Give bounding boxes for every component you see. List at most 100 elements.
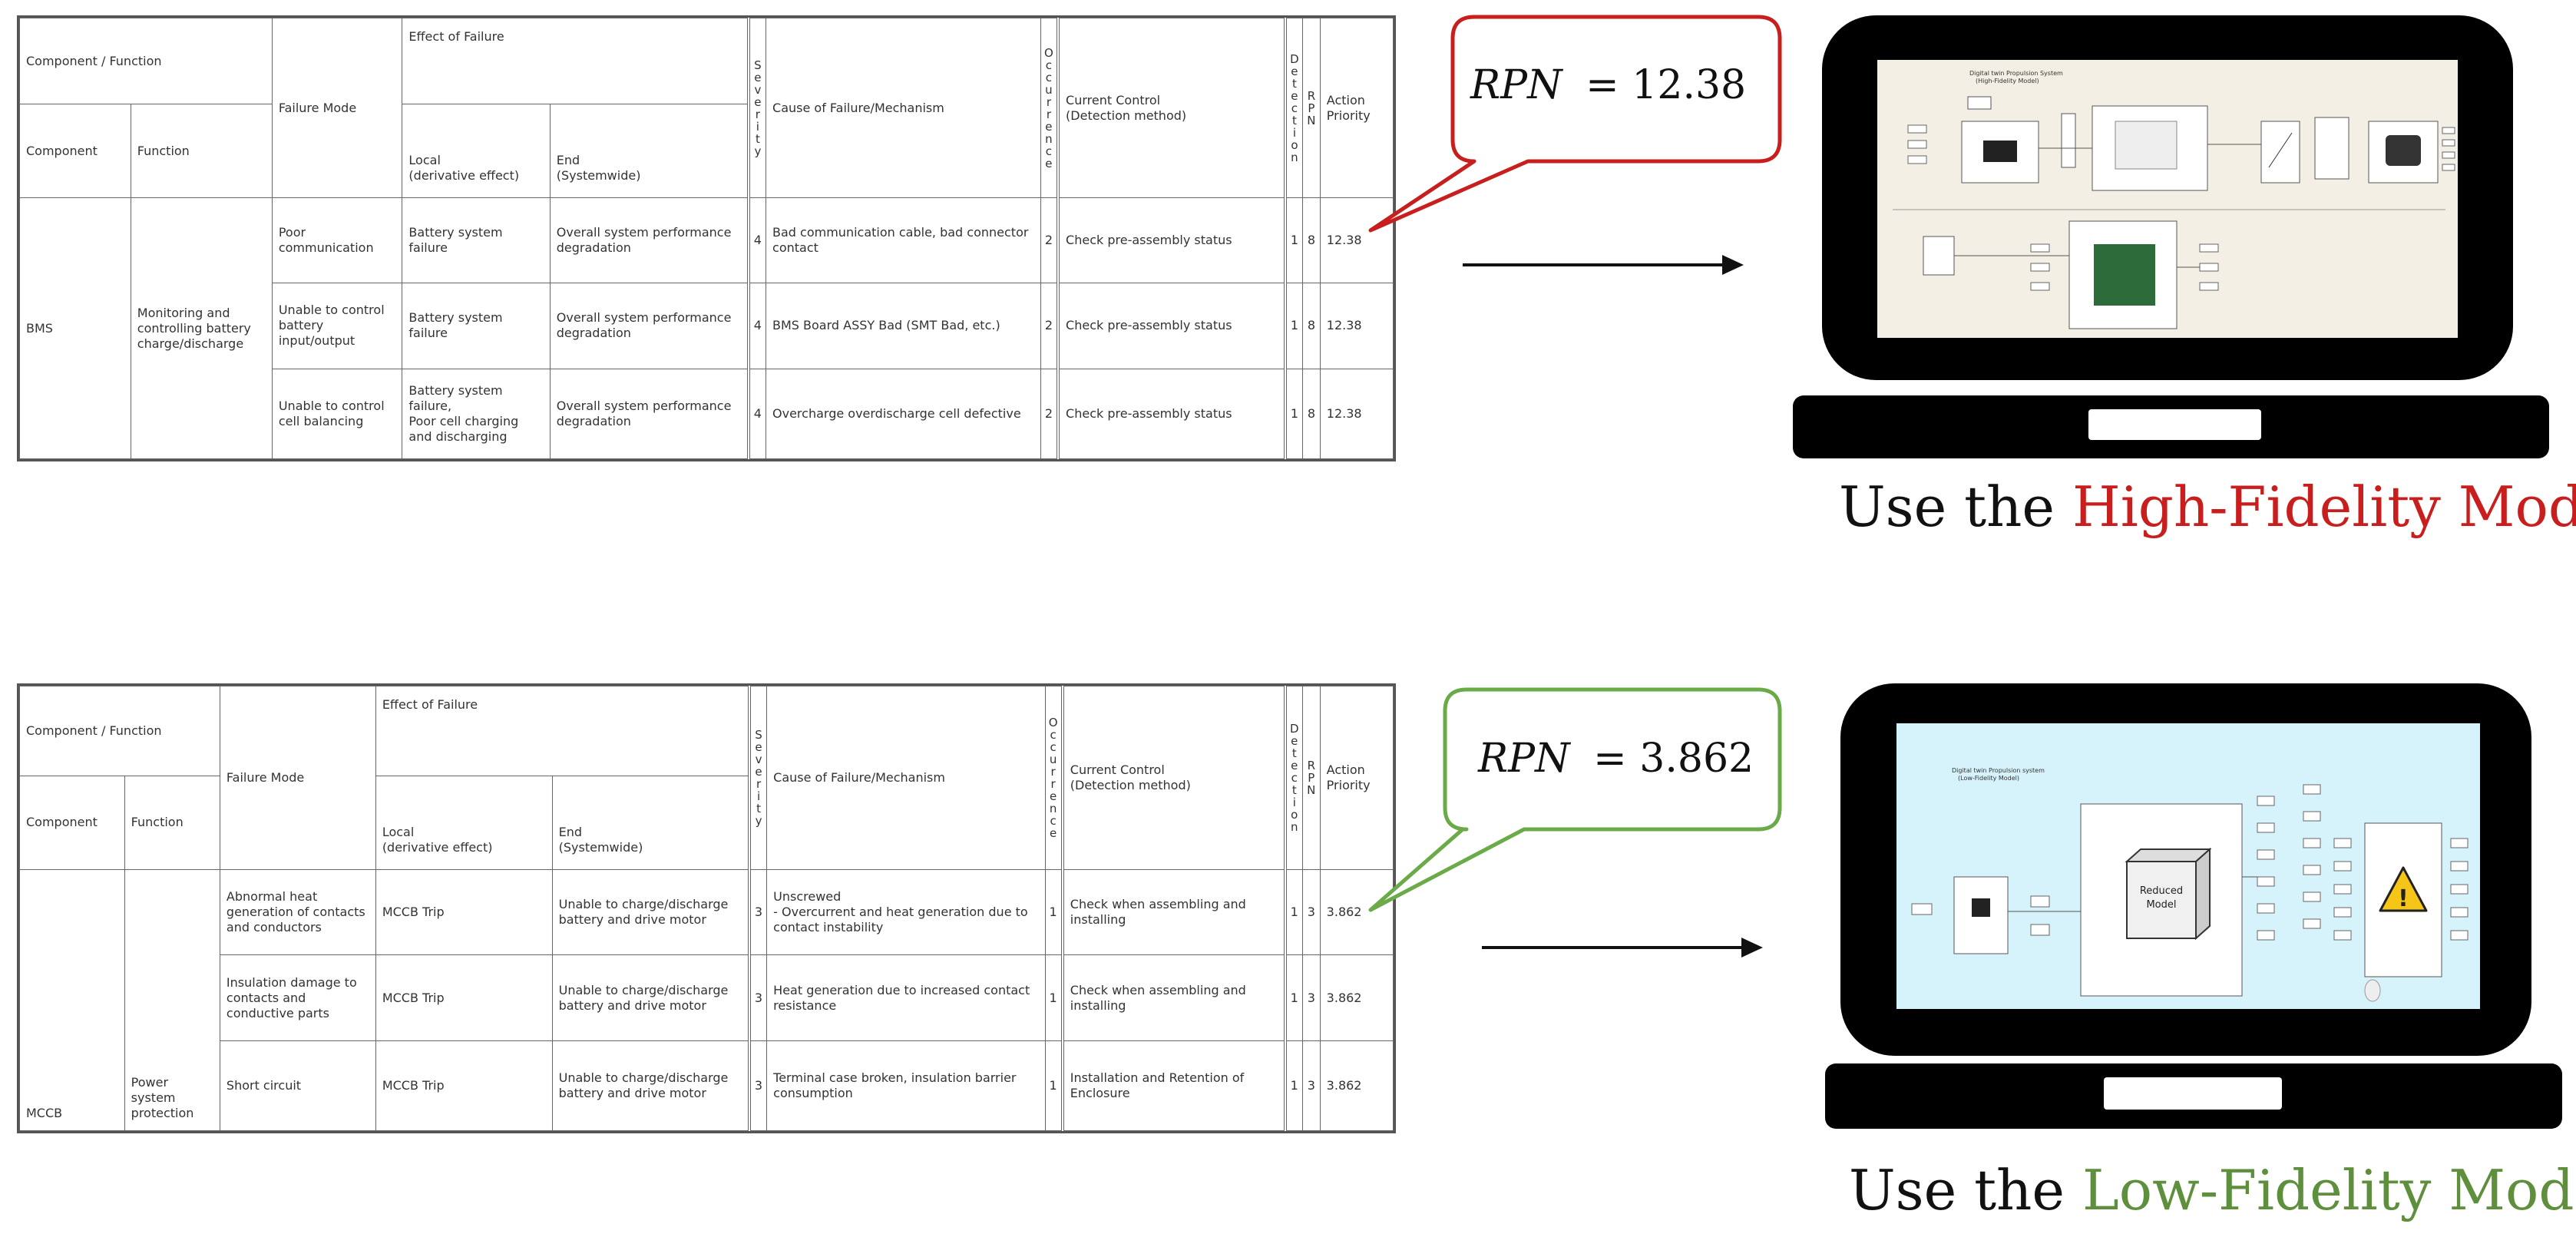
header-end: End (Systemwide) — [551, 775, 751, 870]
header-failure-mode: Failure Mode — [271, 17, 403, 199]
control-cell: Installation and Retention of Enclosure — [1062, 1040, 1287, 1131]
header-local: Local (derivative effect) — [375, 775, 553, 870]
mouse-cursor-icon — [2364, 979, 2381, 1002]
arrow-right-bottom — [1482, 938, 1763, 958]
local-effect-cell: MCCB Trip — [375, 1040, 553, 1131]
block-source — [1967, 96, 1992, 110]
screen-title-line2: (High-Fidelity Model) — [1976, 78, 2039, 84]
priority-cell: 3.862 — [1319, 954, 1394, 1042]
reduced-model-line1: Reduced — [2140, 885, 2183, 897]
motor-icon — [2386, 135, 2421, 166]
switch-icon — [1972, 898, 1990, 917]
occurrence-cell: 2 — [1040, 368, 1060, 460]
header-action-priority: Action Priority — [1319, 17, 1394, 199]
low-fidelity-model-diagram: Digital twin Propulsion system (Low-Fide… — [1911, 767, 2469, 1002]
block-controller — [1923, 236, 1955, 276]
occurrence-cell: 2 — [1040, 197, 1060, 283]
function-cell: Monitoring and controlling battery charg… — [130, 197, 273, 459]
table-row: Unable to control cell balancing Battery… — [20, 368, 1394, 460]
table-row: Insulation damage to contacts and conduc… — [20, 954, 1394, 1042]
header-component: Component — [19, 104, 131, 199]
fmea-table-bottom: Component / Function Failure Mode Effect… — [17, 683, 1396, 1133]
block-switch — [2260, 121, 2300, 184]
local-effect-cell: Battery system failure — [402, 282, 551, 369]
failure-mode-cell: Abnormal heat generation of contacts and… — [219, 868, 376, 956]
reduced-model-line2: Model — [2146, 899, 2176, 911]
screen-title-line1: Digital twin Propulsion System — [1969, 70, 2063, 77]
laptop-screen-low: Digital twin Propulsion system (Low-Fide… — [1896, 723, 2480, 1009]
laptop-trackpad — [2088, 409, 2261, 440]
header-current-control: Current Control (Detection method) — [1062, 686, 1287, 870]
table-row: Short circuit MCCB Trip Unable to charge… — [20, 1040, 1394, 1131]
inverter-icon — [2115, 121, 2178, 170]
detection-cell: 1 — [1285, 1040, 1303, 1131]
priority-cell: 12.38 — [1319, 197, 1394, 283]
header-cause: Cause of Failure/Mechanism — [766, 686, 1046, 870]
end-effect-cell: Unable to charge/discharge battery and d… — [551, 954, 751, 1042]
function-cell: Power system protection — [124, 868, 220, 1132]
battery-icon — [1983, 141, 2017, 162]
cause-cell: Heat generation due to increased contact… — [766, 954, 1046, 1042]
screen-title-line1: Digital twin Propulsion system — [1952, 767, 2045, 774]
cause-cell: BMS Board ASSY Bad (SMT Bad, etc.) — [766, 282, 1041, 369]
fmea-table-mccb: Component / Function Failure Mode Effect… — [19, 686, 1394, 1132]
fmea-table-bms: Component / Function Failure Mode Effect… — [19, 17, 1394, 460]
screen-title-line2: (Low-Fidelity Model) — [1958, 775, 2019, 782]
header-component-function: Component / Function — [19, 686, 220, 776]
cause-cell: Overcharge overdischarge cell defective — [766, 368, 1041, 460]
end-effect-cell: Unable to charge/discharge battery and d… — [551, 1040, 751, 1131]
component-cell: BMS — [19, 197, 131, 459]
failure-mode-cell: Insulation damage to contacts and conduc… — [219, 954, 376, 1042]
caption-high-fidelity: Use the High-Fidelity Model — [1839, 475, 2576, 539]
occurrence-cell: 1 — [1044, 954, 1064, 1042]
header-function: Function — [130, 104, 273, 199]
header-end: End (Systemwide) — [549, 104, 750, 199]
control-cell: Check pre-assembly status — [1057, 197, 1287, 283]
local-effect-cell: MCCB Trip — [375, 954, 553, 1042]
warning-triangle-icon — [2379, 866, 2428, 912]
pcb-icon — [2094, 244, 2155, 306]
failure-mode-cell: Unable to control battery input/output — [271, 282, 403, 369]
svg-text:!: ! — [2398, 885, 2409, 912]
header-action-priority: Action Priority — [1319, 686, 1394, 870]
control-cell: Check when assembling and installing — [1062, 868, 1287, 956]
header-local: Local (derivative effect) — [402, 104, 551, 199]
table-row: Unable to control battery input/output B… — [20, 282, 1394, 369]
laptop-trackpad — [2104, 1077, 2282, 1110]
local-effect-cell: Battery system failure, Poor cell chargi… — [402, 368, 551, 460]
header-failure-mode: Failure Mode — [219, 686, 376, 870]
header-effect-of-failure: Effect of Failure — [402, 17, 750, 105]
end-effect-cell: Overall system performance degradation — [549, 197, 750, 283]
header-component: Component — [19, 775, 125, 870]
component-cell: MCCB — [19, 868, 125, 1132]
header-current-control: Current Control (Detection method) — [1057, 17, 1287, 199]
cause-cell: Bad communication cable, bad connector c… — [766, 197, 1041, 283]
callout-bottom-bubble — [1368, 687, 1782, 912]
end-effect-cell: Overall system performance degradation — [549, 368, 750, 460]
laptop-low-fidelity: Digital twin Propulsion system (Low-Fide… — [1808, 683, 2576, 1136]
laptop-high-fidelity: Digital twin Propulsion System (High-Fid… — [1793, 15, 2561, 461]
table-row: MCCB Power system protection Abnormal he… — [19, 868, 1394, 1132]
end-effect-cell: Unable to charge/discharge battery and d… — [551, 868, 751, 956]
failure-mode-cell: Unable to control cell balancing — [271, 368, 403, 460]
high-fidelity-model-diagram: Digital twin Propulsion System (High-Fid… — [1893, 70, 2455, 329]
local-effect-cell: MCCB Trip — [375, 868, 553, 956]
callout-top-text: RPN = 12.38 — [1470, 62, 1746, 108]
occurrence-cell: 1 — [1044, 1040, 1064, 1131]
detection-cell: 1 — [1285, 868, 1303, 956]
callout-top-bubble — [1368, 15, 1782, 233]
occurrence-cell: 2 — [1040, 282, 1060, 369]
priority-cell: 3.862 — [1319, 868, 1394, 956]
callout-bottom-text: RPN = 3.862 — [1477, 736, 1754, 782]
laptop-screen-high: Digital twin Propulsion System (High-Fid… — [1877, 60, 2458, 338]
failure-mode-cell: Short circuit — [219, 1040, 376, 1131]
occurrence-cell: 1 — [1044, 868, 1064, 956]
failure-mode-cell: Poor communication — [271, 197, 403, 283]
cause-cell: Terminal case broken, insulation barrier… — [766, 1040, 1046, 1131]
control-cell: Check pre-assembly status — [1057, 368, 1287, 460]
